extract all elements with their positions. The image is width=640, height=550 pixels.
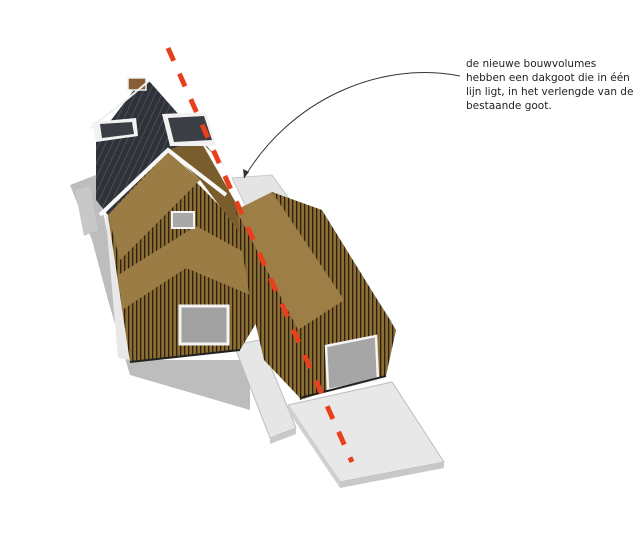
annotation-arrow — [243, 72, 461, 179]
annotation-text: de nieuwe bouwvolumes hebben een dakgoot… — [466, 57, 636, 113]
upper-window — [171, 211, 195, 229]
extension-door — [324, 334, 380, 392]
concrete-slab-front — [287, 381, 445, 488]
annotation-line-2: hebben een dakgoot die in één — [466, 72, 630, 84]
annotation-line-4: bestaande goot. — [466, 100, 552, 112]
extension-volume — [236, 192, 396, 400]
ground-shadow — [70, 175, 250, 410]
annotation-line-3: lijn ligt, in het verlengde van de — [466, 86, 634, 98]
annotation-line-1: de nieuwe bouwvolumes — [466, 58, 597, 70]
lower-window — [178, 304, 230, 346]
main-roof — [89, 77, 228, 217]
gutter-alignment-line — [165, 46, 355, 464]
concrete-path-left — [233, 339, 297, 444]
